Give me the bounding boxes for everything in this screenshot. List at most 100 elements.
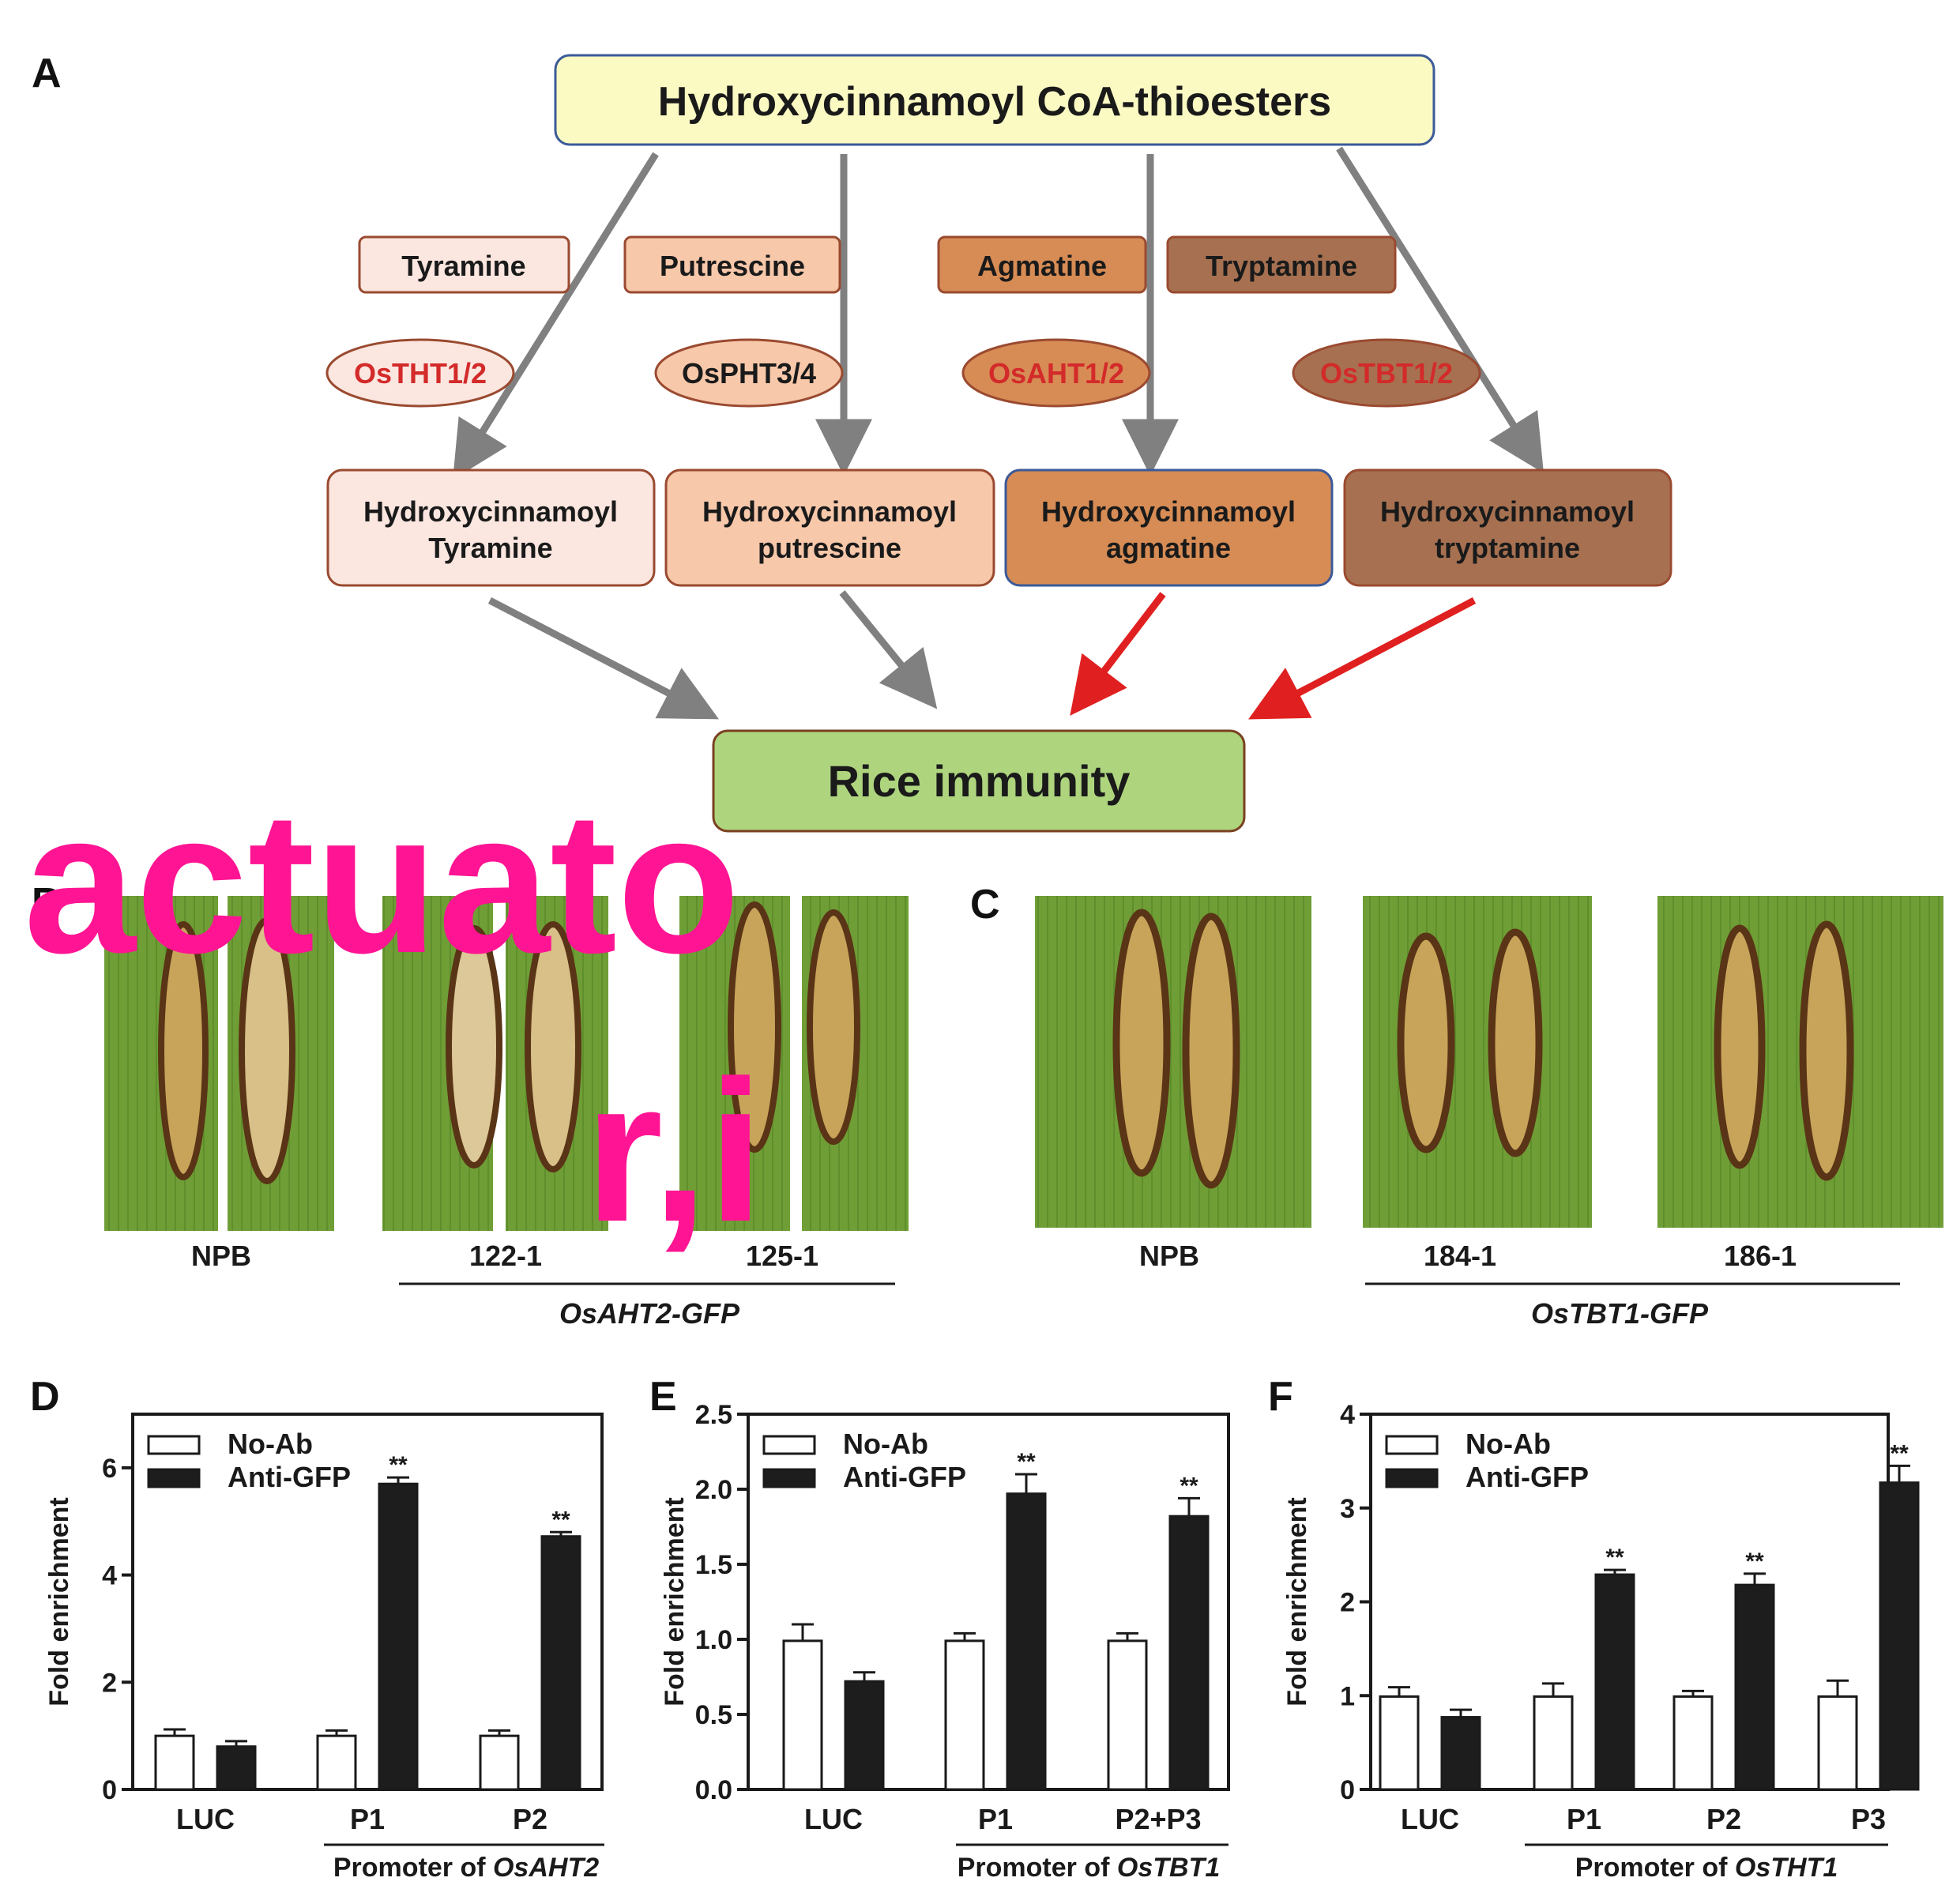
bar-no-ab — [944, 1639, 985, 1791]
bar-no-ab — [782, 1639, 823, 1791]
y-tick-label: 1 — [1340, 1681, 1355, 1711]
product-label-tyramine-2: Tyramine — [428, 532, 552, 564]
leaf-label-b-3: 125-1 — [746, 1240, 818, 1272]
arrow-putrescine-immunity — [839, 590, 938, 709]
legend-swatch-anti-gfp — [762, 1468, 816, 1488]
legend-swatch-anti-gfp — [1385, 1468, 1439, 1488]
y-axis-label: Fold enrichment — [660, 1497, 690, 1706]
bar-no-ab — [1672, 1695, 1714, 1791]
x-tick-label: P2 — [1706, 1803, 1741, 1835]
product-box-tyramine — [326, 468, 656, 587]
group-label-gene: OsTBT1 — [1117, 1853, 1220, 1883]
bar-anti-gfp — [1734, 1583, 1775, 1791]
panel-label-a: A — [32, 51, 62, 96]
product-label-tyramine-1: Hydroxycinnamoyl — [363, 495, 618, 528]
bar-anti-gfp — [378, 1482, 419, 1791]
arrow-tryptamine-immunity — [1248, 597, 1477, 720]
leaf-lesion — [446, 925, 502, 1168]
legend-label: Anti-GFP — [1466, 1461, 1589, 1493]
bar-no-ab — [1817, 1695, 1858, 1791]
group-label: Promoter of OsTHT1 — [1575, 1853, 1838, 1883]
legend-swatch-no-ab — [1385, 1435, 1439, 1455]
product-label-tryptamine-2: tryptamine — [1435, 532, 1580, 564]
watermark: actuato r,i — [24, 770, 764, 1264]
product-label-putrescine-1: Hydroxycinnamoyl — [702, 495, 957, 528]
enzyme-label-tht: OsTHT1/2 — [354, 357, 487, 389]
panel-label-e: E — [649, 1374, 677, 1420]
y-tick-label: 1.0 — [695, 1625, 732, 1655]
y-tick-label: 0.5 — [695, 1700, 732, 1730]
legend-swatch-anti-gfp — [147, 1468, 201, 1488]
amine-label-agmatine: Agmatine — [977, 250, 1107, 282]
watermark-line-1: actuato — [24, 770, 740, 995]
leaf-label-b-2: 122-1 — [469, 1240, 542, 1272]
bar-no-ab — [1533, 1695, 1574, 1791]
leaf-lesion — [1488, 928, 1543, 1157]
enzyme-ellipse-tbt — [1292, 338, 1481, 408]
x-tick-label: LUC — [804, 1803, 863, 1835]
y-tick-label: 2 — [1340, 1588, 1355, 1618]
immunity-box — [712, 729, 1246, 833]
immunity-label: Rice immunity — [828, 756, 1131, 806]
panel-a: A Hydroxycinnamoyl CoA-thioesters Tyrami… — [32, 51, 1672, 833]
legend-label: Anti-GFP — [843, 1461, 966, 1493]
bar-anti-gfp — [1594, 1573, 1635, 1791]
enzyme-label-pht: OsPHT3/4 — [682, 357, 816, 389]
x-tick-label: P2+P3 — [1115, 1803, 1201, 1835]
panel-label-c: C — [970, 882, 1000, 928]
leaf — [1035, 896, 1311, 1228]
leaf-lesion — [807, 909, 860, 1145]
leaves-c — [1035, 896, 1943, 1228]
leaf-lesion — [1112, 909, 1171, 1177]
significance-mark: ** — [389, 1452, 408, 1478]
y-tick-label: 4 — [1340, 1400, 1355, 1430]
arrow-tyramine-immunity — [487, 597, 719, 720]
source-box — [554, 54, 1435, 146]
y-axis-label: Fold enrichment — [1282, 1497, 1312, 1706]
y-tick-label: 3 — [1340, 1494, 1355, 1524]
bar-anti-gfp — [1879, 1481, 1920, 1791]
arrow-source-tryptamine — [1336, 146, 1544, 474]
bar-no-ab — [479, 1734, 520, 1791]
x-tick-label: LUC — [1401, 1803, 1459, 1835]
group-label: Promoter of OsAHT2 — [333, 1853, 599, 1883]
bar-anti-gfp — [1006, 1492, 1047, 1791]
amine-label-tryptamine: Tryptamine — [1206, 250, 1357, 282]
leaf-label-c-3: 186-1 — [1724, 1240, 1797, 1272]
amine-box-tyramine — [358, 235, 570, 294]
legend-swatch-no-ab — [762, 1435, 816, 1455]
panel-label-d: D — [30, 1374, 60, 1420]
leaf-label-c-1: NPB — [1139, 1240, 1199, 1272]
amine-box-putrescine — [623, 235, 841, 294]
x-tick-label: P1 — [1567, 1803, 1601, 1835]
group-label-prefix: Promoter of — [958, 1853, 1117, 1883]
leaf-lesion — [1397, 932, 1455, 1153]
product-label-tryptamine-1: Hydroxycinnamoyl — [1380, 495, 1635, 528]
enzyme-ellipse-tht — [325, 338, 515, 408]
leaf-label-b-1: NPB — [191, 1240, 251, 1272]
y-tick-label: 0 — [1340, 1775, 1355, 1805]
bar-anti-gfp — [844, 1680, 885, 1791]
bar-anti-gfp — [216, 1745, 257, 1791]
bar-anti-gfp — [540, 1535, 581, 1791]
x-tick-label: P2 — [513, 1803, 547, 1835]
enzyme-ellipse-pht — [654, 338, 844, 408]
plot-frame — [747, 1413, 1230, 1791]
x-tick-label: P1 — [350, 1803, 385, 1835]
product-box-tryptamine — [1343, 468, 1672, 587]
group-label-c: OsTBT1-GFP — [1531, 1297, 1709, 1330]
group-label-gene: OsTHT1 — [1735, 1853, 1838, 1883]
bar-no-ab — [154, 1734, 195, 1791]
arrow-source-tyramine — [453, 152, 659, 480]
y-tick-label: 2.5 — [695, 1400, 732, 1430]
group-label-prefix: Promoter of — [333, 1853, 493, 1883]
leaf-label-c-2: 184-1 — [1424, 1240, 1496, 1272]
x-tick-label: P3 — [1851, 1803, 1886, 1835]
bar-no-ab — [1107, 1639, 1148, 1791]
leaf-lesion — [728, 901, 781, 1153]
legend-label: No-Ab — [1466, 1428, 1551, 1460]
